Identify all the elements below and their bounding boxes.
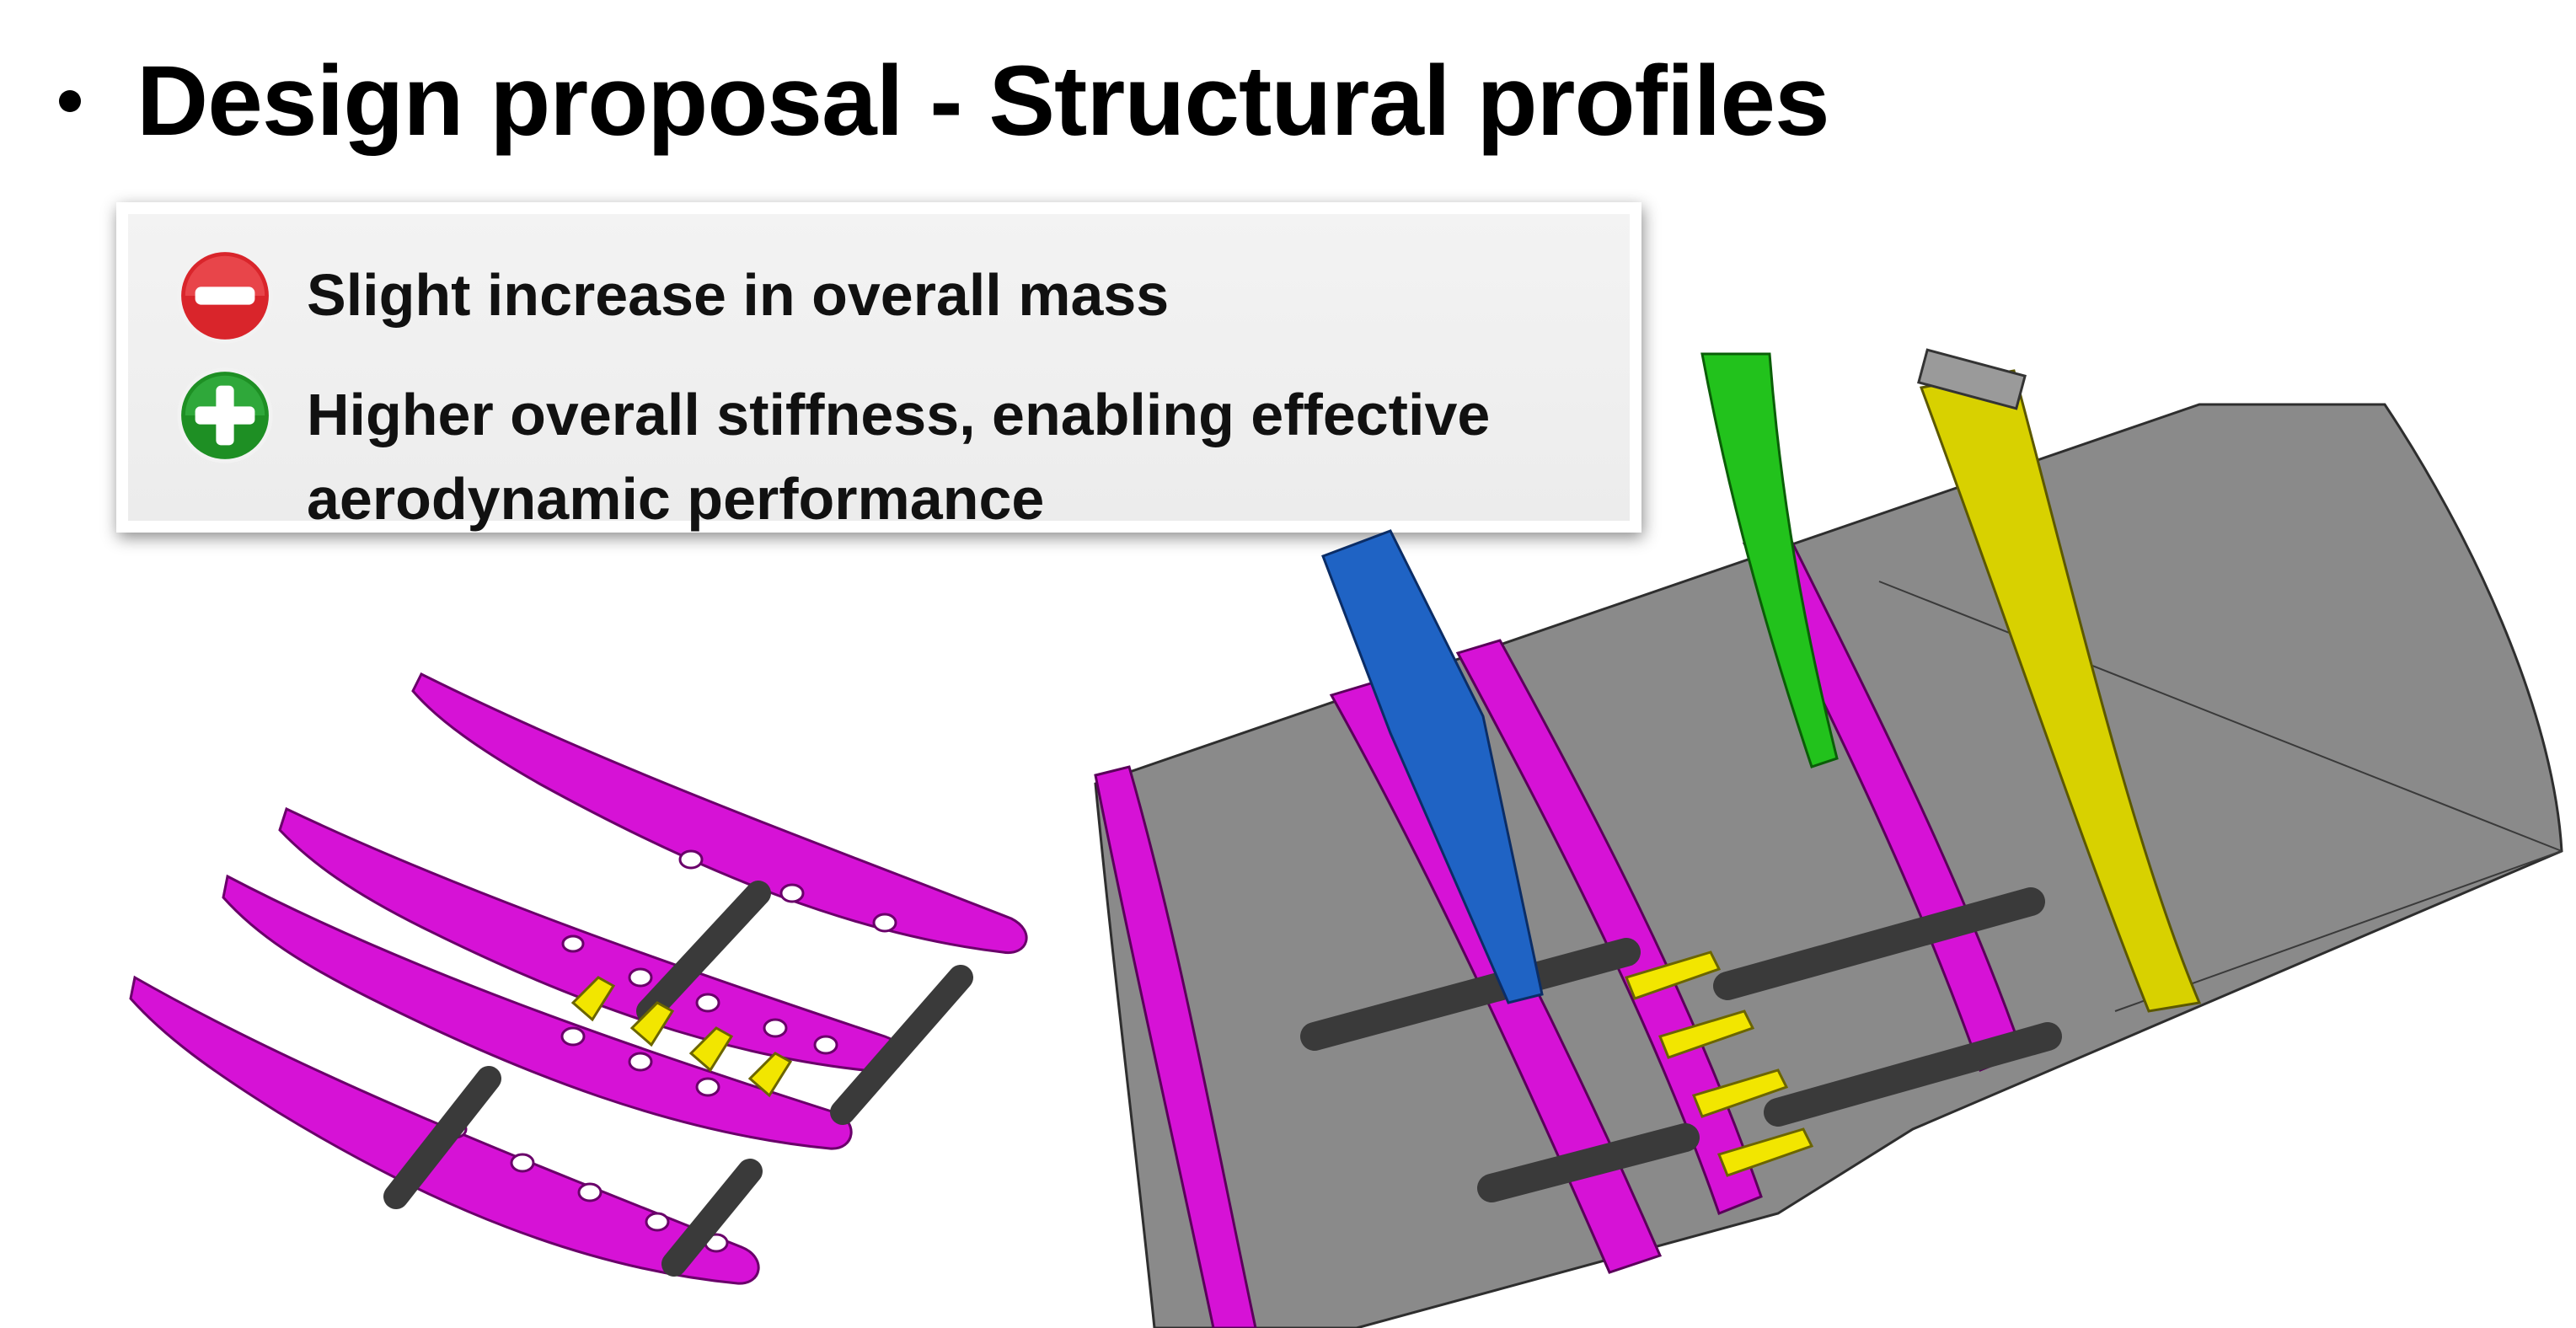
stiffeners — [570, 976, 793, 1098]
rib-assembly-illustration — [129, 672, 1028, 1285]
title-row: Design proposal - Structural profiles — [59, 42, 1830, 160]
wing-section-illustration — [1094, 348, 2563, 1328]
slide-title: Design proposal - Structural profiles — [137, 46, 1830, 157]
wing-skin — [1094, 403, 2563, 1328]
control-surface-green — [1700, 352, 1839, 768]
drawback-item: Slight increase in overall mass — [175, 246, 1169, 345]
bullet-icon — [59, 90, 81, 112]
spar-tubes — [383, 881, 973, 1277]
benefit-item: Higher overall stiffness, enabling effec… — [175, 366, 1604, 541]
plus-circle-icon — [177, 367, 273, 463]
control-surface-blue — [1321, 529, 1544, 1004]
spar-tubes-right — [1300, 887, 2062, 1202]
benefit-text: Higher overall stiffness, enabling effec… — [307, 382, 1491, 532]
pros-cons-callout: Slight increase in overall mass Higher o… — [116, 202, 1641, 533]
minus-circle-icon — [177, 248, 273, 344]
trailing-panel-yellow — [1917, 348, 2202, 1013]
stiffeners-right — [1624, 950, 1814, 1177]
drawback-text: Slight increase in overall mass — [307, 262, 1170, 328]
